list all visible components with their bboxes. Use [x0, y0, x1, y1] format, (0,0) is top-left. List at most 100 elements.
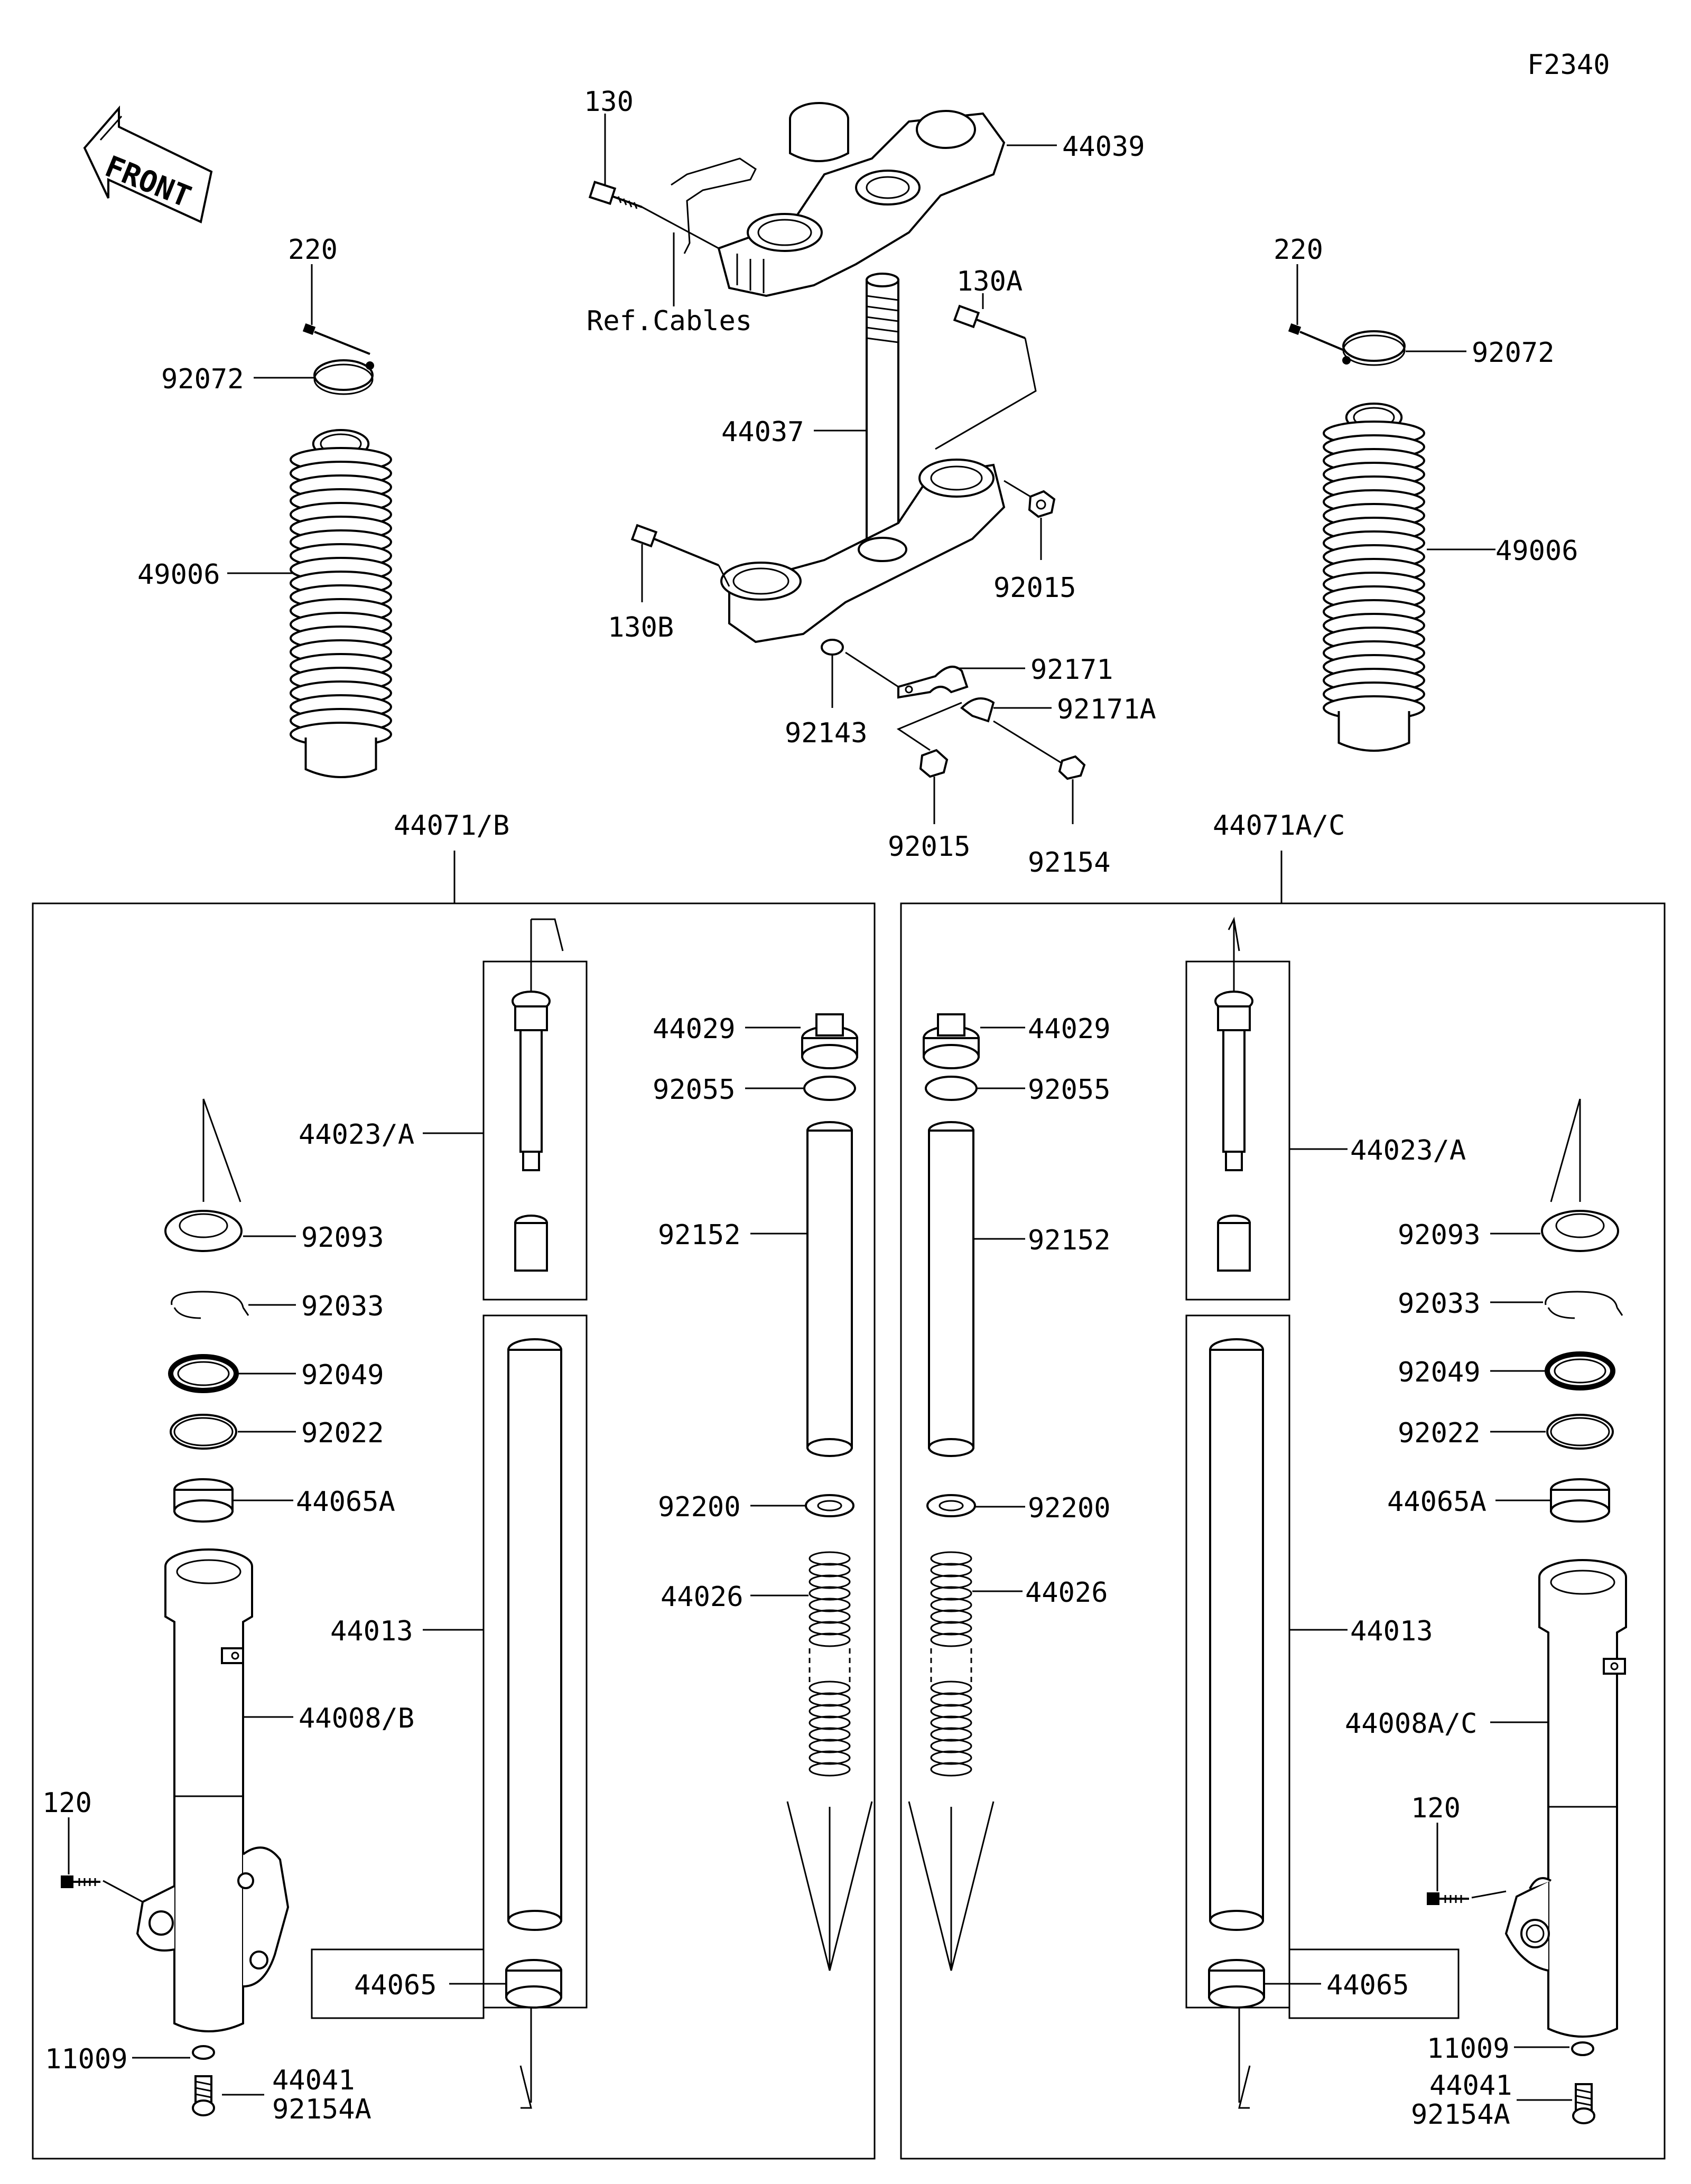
label-92143: 92143 — [785, 717, 868, 749]
spacer-92152-right — [928, 1121, 974, 1457]
bolt-120-right-icon — [1427, 1892, 1469, 1905]
label-44071ac: 44071A/C — [1213, 810, 1345, 842]
stopper-ring-92033-left — [171, 1291, 249, 1319]
label-92171: 92171 — [1030, 654, 1113, 686]
label-220-left: 220 — [288, 234, 338, 266]
label-92171a: 92171A — [1057, 694, 1156, 725]
label-92200-left: 92200 — [658, 1491, 741, 1523]
inner-tube-44013-right — [1209, 1338, 1264, 1931]
label-44029-left: 44029 — [653, 1013, 736, 1045]
label-92022-left: 92022 — [301, 1417, 384, 1449]
clamp-band-92072-right-icon — [1342, 330, 1406, 366]
washer-92200-right — [926, 1494, 976, 1517]
front-arrow-icon: FRONT — [83, 105, 213, 223]
oil-seal-92049-left — [168, 1354, 239, 1393]
o-ring-92055-left — [803, 1076, 856, 1101]
label-92049-left: 92049 — [301, 1359, 384, 1391]
label-130a: 130A — [956, 266, 1023, 297]
bolt-92154-icon — [1058, 755, 1086, 780]
gasket-11009-right — [1571, 2041, 1594, 2056]
bushing-44065a-left — [173, 1478, 234, 1523]
label-92055-left: 92055 — [653, 1074, 736, 1106]
label-130: 130 — [584, 86, 634, 118]
clamp-92171-icon — [897, 666, 969, 699]
screw-220-left-icon — [302, 323, 370, 355]
label-44041-left: 44041 — [272, 2065, 355, 2096]
label-44065a-right: 44065A — [1387, 1486, 1486, 1518]
label-44039: 44039 — [1062, 131, 1145, 163]
outer-tube-44008ac-right — [1504, 1559, 1627, 2038]
bushing-44065-left — [505, 1959, 562, 2009]
label-44071b: 44071/B — [394, 810, 509, 842]
label-92033-right: 92033 — [1398, 1288, 1481, 1320]
figure-code: F2340 — [1527, 49, 1610, 81]
bolt-44041-left-icon — [192, 2075, 215, 2116]
fork-spring-44026-right — [930, 1551, 972, 1777]
label-92049-right: 92049 — [1398, 1357, 1481, 1388]
label-92154: 92154 — [1028, 847, 1111, 879]
label-92200-right: 92200 — [1028, 1492, 1111, 1524]
label-92154a-left: 92154A — [272, 2094, 371, 2125]
label-44013-right: 44013 — [1350, 1616, 1433, 1647]
label-92055-right: 92055 — [1028, 1074, 1111, 1106]
washer-92143-icon — [821, 639, 844, 656]
bushing-44065a-right — [1550, 1478, 1610, 1523]
upper-bracket-44039 — [717, 102, 1006, 297]
label-44008ac-right: 44008A/C — [1345, 1708, 1477, 1740]
damper-rod-left — [512, 991, 551, 1272]
label-92093-right: 92093 — [1398, 1219, 1481, 1251]
washer-92022-left — [170, 1414, 237, 1450]
label-44008b-left: 44008/B — [299, 1703, 414, 1734]
cap-bolt-44029-left — [801, 1013, 858, 1069]
label-92154a-right: 92154A — [1411, 2099, 1510, 2131]
label-120-right: 120 — [1411, 1793, 1461, 1824]
label-92015-top: 92015 — [993, 572, 1076, 604]
label-44029-right: 44029 — [1028, 1013, 1111, 1045]
label-92033-left: 92033 — [301, 1291, 384, 1322]
nut-92015-bottom-icon — [919, 749, 949, 778]
label-92015-bottom: 92015 — [888, 831, 971, 863]
oil-seal-92049-right — [1545, 1351, 1615, 1390]
label-44013-left: 44013 — [330, 1616, 413, 1647]
clamp-band-92072-left-icon — [313, 359, 374, 395]
fork-boot-49006-left — [290, 429, 392, 778]
label-44023-right: 44023/A — [1350, 1135, 1466, 1166]
label-49006-left: 49006 — [137, 559, 220, 591]
right-damper-sub-box — [1185, 960, 1290, 1301]
bolt-130-icon — [588, 181, 643, 209]
label-130b: 130B — [608, 612, 674, 643]
label-92072-right: 92072 — [1472, 337, 1555, 369]
spacer-92152-left — [806, 1121, 853, 1457]
cap-bolt-44029-right — [923, 1013, 980, 1069]
label-44037: 44037 — [721, 416, 804, 448]
o-ring-92055-right — [925, 1076, 978, 1101]
nut-92015-icon — [1028, 490, 1056, 518]
outer-tube-44008b-left — [136, 1548, 290, 2032]
label-44026-right: 44026 — [1025, 1577, 1108, 1609]
label-120-left: 120 — [42, 1787, 92, 1819]
label-92022-right: 92022 — [1398, 1417, 1481, 1449]
steering-stem-44037 — [866, 273, 899, 545]
right-assembly-box — [900, 902, 1666, 2160]
label-44041-right: 44041 — [1429, 2070, 1512, 2102]
bolt-120-left-icon — [61, 1875, 100, 1888]
label-92093-left: 92093 — [301, 1222, 384, 1254]
label-92152-right: 92152 — [1028, 1225, 1111, 1256]
dust-seal-92093-right — [1541, 1210, 1619, 1252]
fork-spring-44026-left — [809, 1551, 851, 1777]
label-44065-right: 44065 — [1326, 1970, 1409, 2001]
stopper-ring-92033-right — [1545, 1291, 1623, 1319]
bolt-130a-icon — [953, 304, 1026, 339]
washer-92022-right — [1546, 1414, 1614, 1450]
label-92072-left: 92072 — [161, 363, 244, 395]
cable-guide-wire — [671, 157, 757, 254]
bolt-44041-right-icon — [1572, 2083, 1595, 2124]
label-44026-left: 44026 — [661, 1581, 744, 1613]
inner-tube-44013-left — [507, 1338, 562, 1931]
label-44065a-left: 44065A — [296, 1486, 395, 1518]
label-ref-cables: Ref.Cables — [587, 305, 752, 337]
label-44023-left: 44023/A — [299, 1119, 414, 1151]
label-11009-right: 11009 — [1427, 2033, 1510, 2065]
label-92152-left: 92152 — [658, 1219, 741, 1251]
